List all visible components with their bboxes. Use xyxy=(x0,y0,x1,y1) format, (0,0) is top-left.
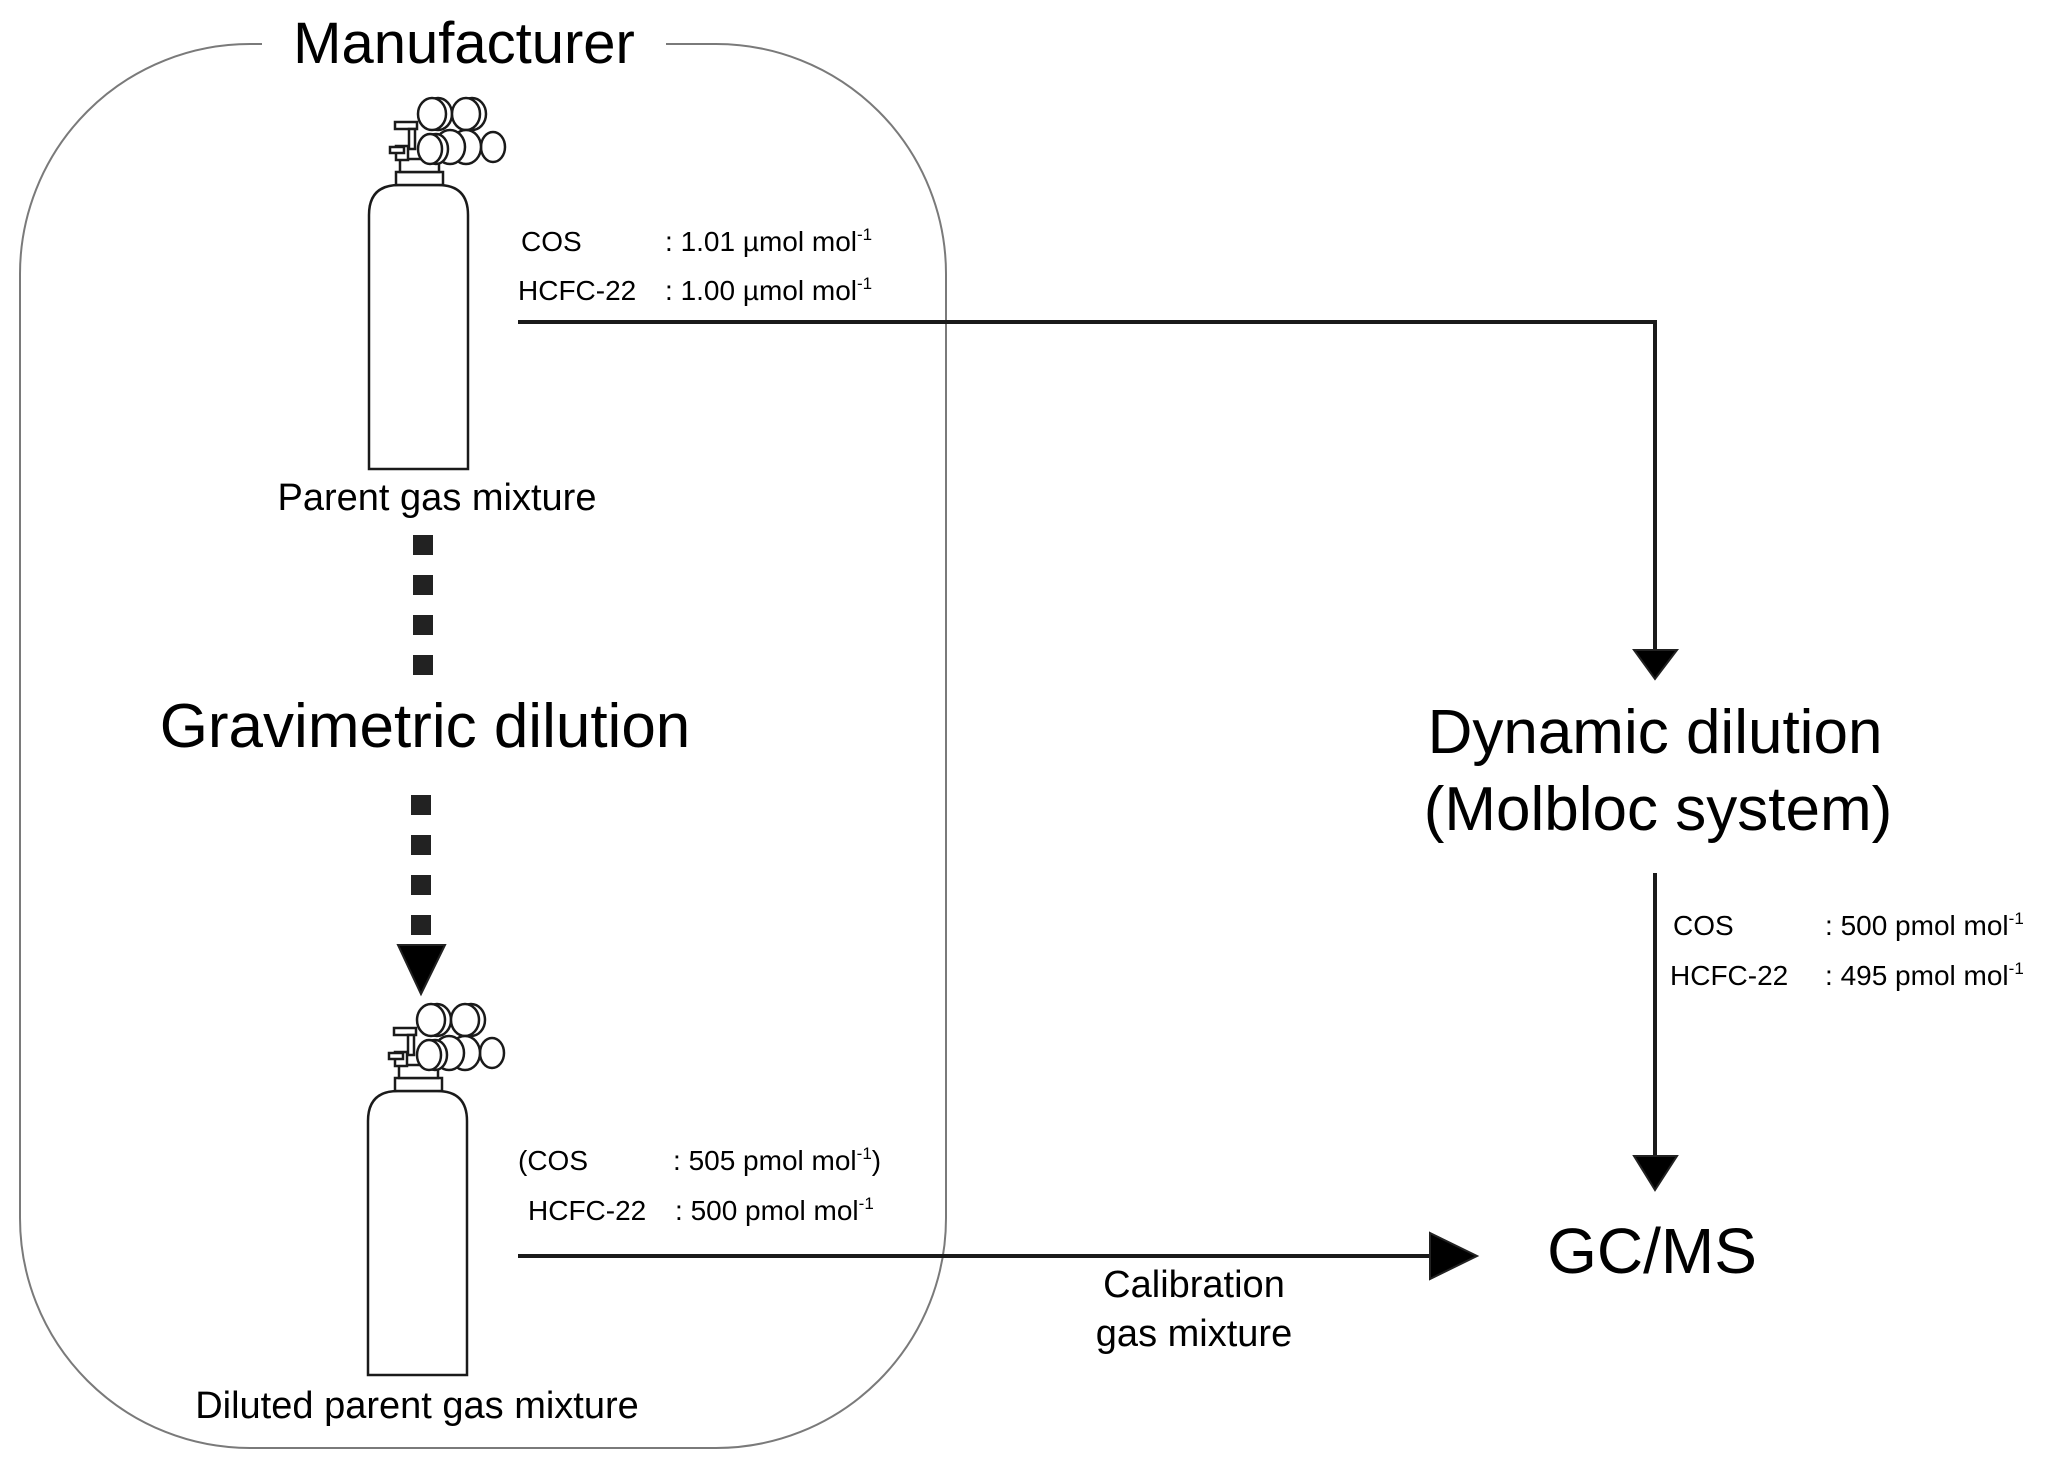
parent-composition: COS : 1.01 µmol mol-1 HCFC-22 : 1.00 µmo… xyxy=(518,225,872,306)
composition-row: COS xyxy=(1673,910,1734,941)
dynamic-dilution-label: Dynamic dilution xyxy=(1428,698,1883,767)
species: COS xyxy=(521,226,582,257)
composition-row: : 1.01 µmol mol-1 xyxy=(665,225,872,257)
parent-to-dynamic-connector xyxy=(518,320,1657,650)
manufacturer-boundary xyxy=(19,43,947,1449)
arrowhead-down-icon xyxy=(396,944,447,997)
gravimetric-dilution-label: Gravimetric dilution xyxy=(160,692,691,761)
manufacturer-label: Manufacturer xyxy=(293,11,635,76)
gas-cylinder-icon xyxy=(366,1002,506,1377)
gravimetric-dotted-connector-upper xyxy=(413,535,433,675)
composition-row: : 495 pmol mol-1 xyxy=(1825,959,2024,991)
arrowhead-down-icon xyxy=(1632,649,1680,681)
diluted-composition: (COS : 505 pmol mol-1) HCFC-22 : 500 pmo… xyxy=(518,1144,881,1226)
gravimetric-dotted-connector-lower xyxy=(411,795,431,935)
calibration-label-line2: gas mixture xyxy=(1096,1313,1292,1355)
calibration-label-line1: Calibration xyxy=(1103,1264,1285,1306)
composition-row: : 505 pmol mol-1) xyxy=(673,1144,881,1176)
dynamic-composition: COS : 500 pmol mol-1 HCFC-22 : 495 pmol … xyxy=(1670,909,2024,991)
molbloc-system-label: (Molbloc system) xyxy=(1424,775,1893,844)
composition-row: (COS xyxy=(518,1145,588,1176)
arrowhead-down-icon xyxy=(1632,1155,1679,1192)
gas-cylinder-icon xyxy=(367,96,507,471)
composition-row: HCFC-22 xyxy=(528,1195,646,1226)
composition-row: : 500 pmol mol-1 xyxy=(675,1194,874,1226)
composition-row: : 500 pmol mol-1 xyxy=(1825,909,2024,941)
gcms-label: GC/MS xyxy=(1547,1215,1757,1287)
arrowhead-right-icon xyxy=(1429,1231,1480,1281)
diluted-gas-label: Diluted parent gas mixture xyxy=(195,1385,639,1427)
composition-row: COS xyxy=(521,226,582,257)
composition-row: : 1.00 µmol mol-1 xyxy=(665,274,872,306)
composition-row: HCFC-22 xyxy=(518,275,636,306)
parent-gas-label: Parent gas mixture xyxy=(278,477,597,519)
composition-row: HCFC-22 xyxy=(1670,960,1788,991)
